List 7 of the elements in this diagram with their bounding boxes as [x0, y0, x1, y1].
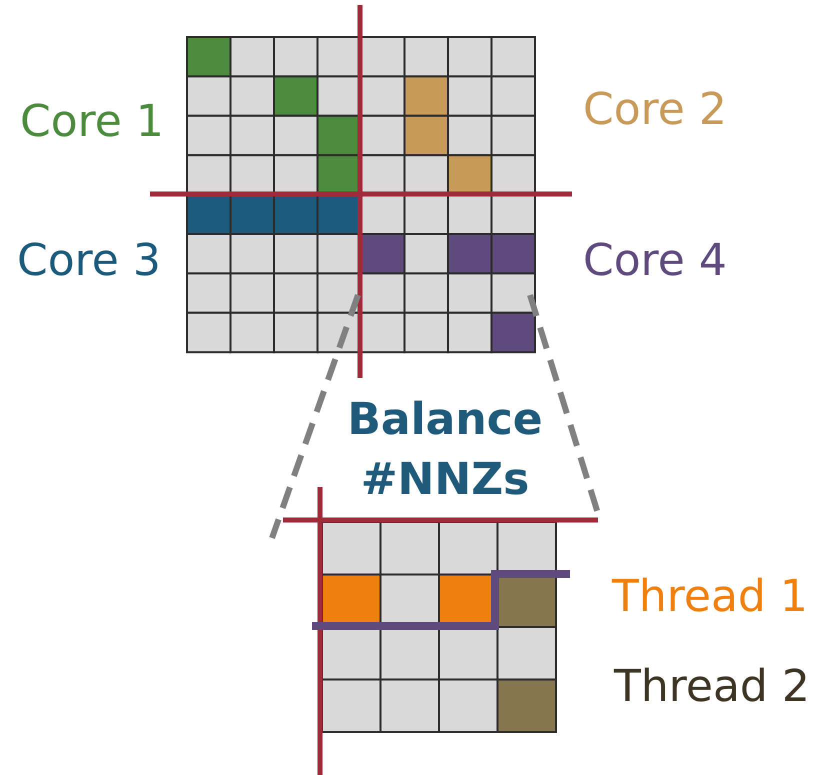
core-label: Core 2	[583, 85, 727, 135]
core-label: Core 3	[17, 236, 161, 286]
core-label: Core 1	[20, 97, 164, 147]
core-label: Core 4	[583, 236, 727, 286]
caption-text: Balance #NNZs	[346, 393, 544, 507]
thread-label: Thread 2	[614, 662, 810, 712]
thread-label: Thread 1	[612, 572, 808, 622]
